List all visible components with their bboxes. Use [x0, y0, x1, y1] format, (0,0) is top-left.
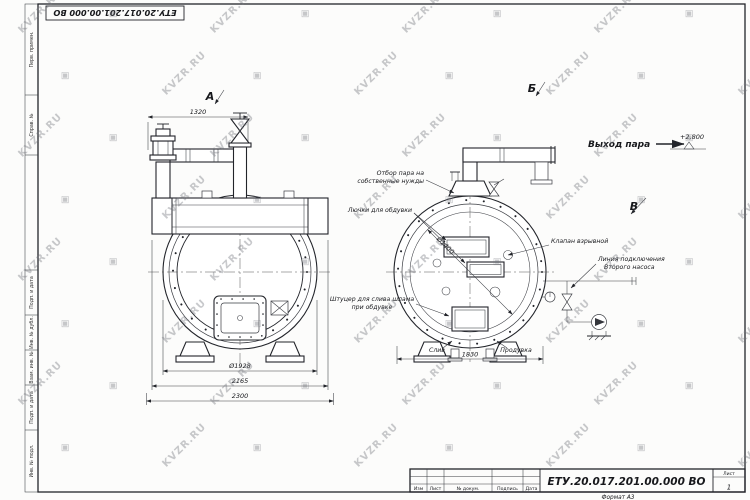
strip-label-perv-primen: Перв. примен. — [29, 31, 35, 67]
valve-icon — [561, 293, 573, 303]
callout-hatches: Лючки для обдувки — [347, 206, 466, 264]
stamp-col-list: Лист — [430, 486, 442, 492]
drain-callout: Слив — [429, 340, 453, 354]
view-a-piping — [149, 112, 252, 199]
stamp-col-podpis: Подпись — [497, 486, 518, 492]
stamp-designation: ЕТУ.20.017.201.00.000 ВО — [548, 476, 706, 488]
view-b-letter: Б — [528, 82, 536, 95]
sludge-line2: при обдувке — [352, 303, 393, 311]
view-v-letter: В — [630, 200, 638, 213]
own-needs-line1: Отбор пара на — [377, 169, 425, 177]
view-b-arrow-icon — [535, 81, 546, 97]
dim-1320: 1320 — [147, 108, 249, 150]
dim-1928-text: Ø1928 — [228, 362, 251, 370]
dim-1830-text: 1830 — [462, 351, 479, 359]
view-v-arrow-icon — [630, 197, 647, 215]
callout-sludge: Штуцер для слива шлама при обдувке — [330, 296, 450, 317]
bottom-hatch — [451, 306, 489, 332]
hatches-label: Лючки для обдувки — [347, 206, 412, 214]
dim-2165: 2165 — [151, 240, 329, 390]
saddle-left — [175, 341, 215, 363]
title-block: Изм Лист № докум. Подпись Дата ЕТУ.20.01… — [409, 468, 746, 500]
left-valve-stack — [149, 123, 177, 161]
steam-outlet-callout: Выход пара +2,800 — [588, 133, 706, 150]
callout-own-needs: Отбор пара на собственные нужды — [357, 169, 455, 194]
top-designation-box: ЕТУ.20.017.201.00.000 ВО — [45, 5, 185, 21]
saddle-right — [265, 341, 305, 363]
callout-pump-line: Линия подключения Второго насоса — [570, 256, 665, 289]
view-b: Ø1400 — [386, 81, 647, 364]
sheet-frame — [24, 3, 746, 493]
dim-2165-text: 2165 — [232, 377, 249, 385]
view-v-label: В — [630, 197, 647, 215]
format-label: Формат А3 — [601, 495, 634, 500]
elevation-label: +2,800 — [680, 133, 704, 141]
strip-label-vzam-inv: Взам. инв. № — [29, 351, 35, 384]
drain-label: Слив — [429, 347, 445, 354]
strip-label-podp-data-2: Подп. и дата — [29, 391, 35, 424]
pump-line-line1: Линия подключения — [597, 256, 665, 263]
door-hinge — [270, 300, 289, 316]
sludge-line1: Штуцер для слива шлама — [330, 296, 415, 303]
steam-out-label: Выход пара — [588, 140, 650, 150]
view-a: 1320 Ø1928 2165 2300 — [146, 89, 334, 405]
dim-2300-text: 2300 — [232, 392, 249, 400]
callout-explosion-valve: Клапан взрывной — [507, 238, 608, 256]
top-designation-text: ЕТУ.20.017.201.00.000 ВО — [53, 8, 176, 18]
view-a-letter: А — [205, 90, 215, 103]
own-needs-line2: собственные нужды — [357, 177, 424, 185]
blowdown-callout: Продувка — [496, 340, 532, 354]
explosion-valve-label: Клапан взрывной — [551, 238, 608, 245]
view-b-label: Б — [528, 81, 546, 97]
view-a-label: А — [205, 89, 225, 105]
side-strip: Перв. примен. Справ. № Подп. и дата Инв.… — [29, 31, 35, 477]
stamp-sheet-number: 1 — [727, 484, 731, 492]
stamp-col-izm: Изм — [414, 486, 424, 492]
stamp-sheet-label: Лист — [723, 471, 735, 477]
strip-label-inv-podl: Инв. № подл. — [29, 444, 35, 477]
feed-line-and-pump — [542, 277, 637, 341]
dim-1320-text: 1320 — [190, 108, 207, 116]
view-b-piping — [448, 146, 556, 197]
stamp-col-data: Дата — [526, 486, 538, 492]
dim-2300: 2300 — [146, 392, 334, 405]
dim-1830: 1830 — [396, 346, 544, 364]
pump-line-line2: Второго насоса — [604, 264, 655, 271]
dim-1928: Ø1928 — [162, 300, 318, 375]
furnace-door — [213, 295, 267, 341]
steam-header — [151, 190, 329, 235]
strip-label-inv-dubl: Инв. № дубл. — [29, 316, 35, 349]
strip-label-sprav: Справ. № — [29, 113, 35, 136]
strip-label-podp-data-1: Подп. и дата — [29, 276, 35, 309]
view-a-arrow-icon — [214, 89, 225, 105]
blowdown-label: Продувка — [500, 347, 532, 354]
stamp-col-dokum: № докум. — [457, 486, 480, 492]
